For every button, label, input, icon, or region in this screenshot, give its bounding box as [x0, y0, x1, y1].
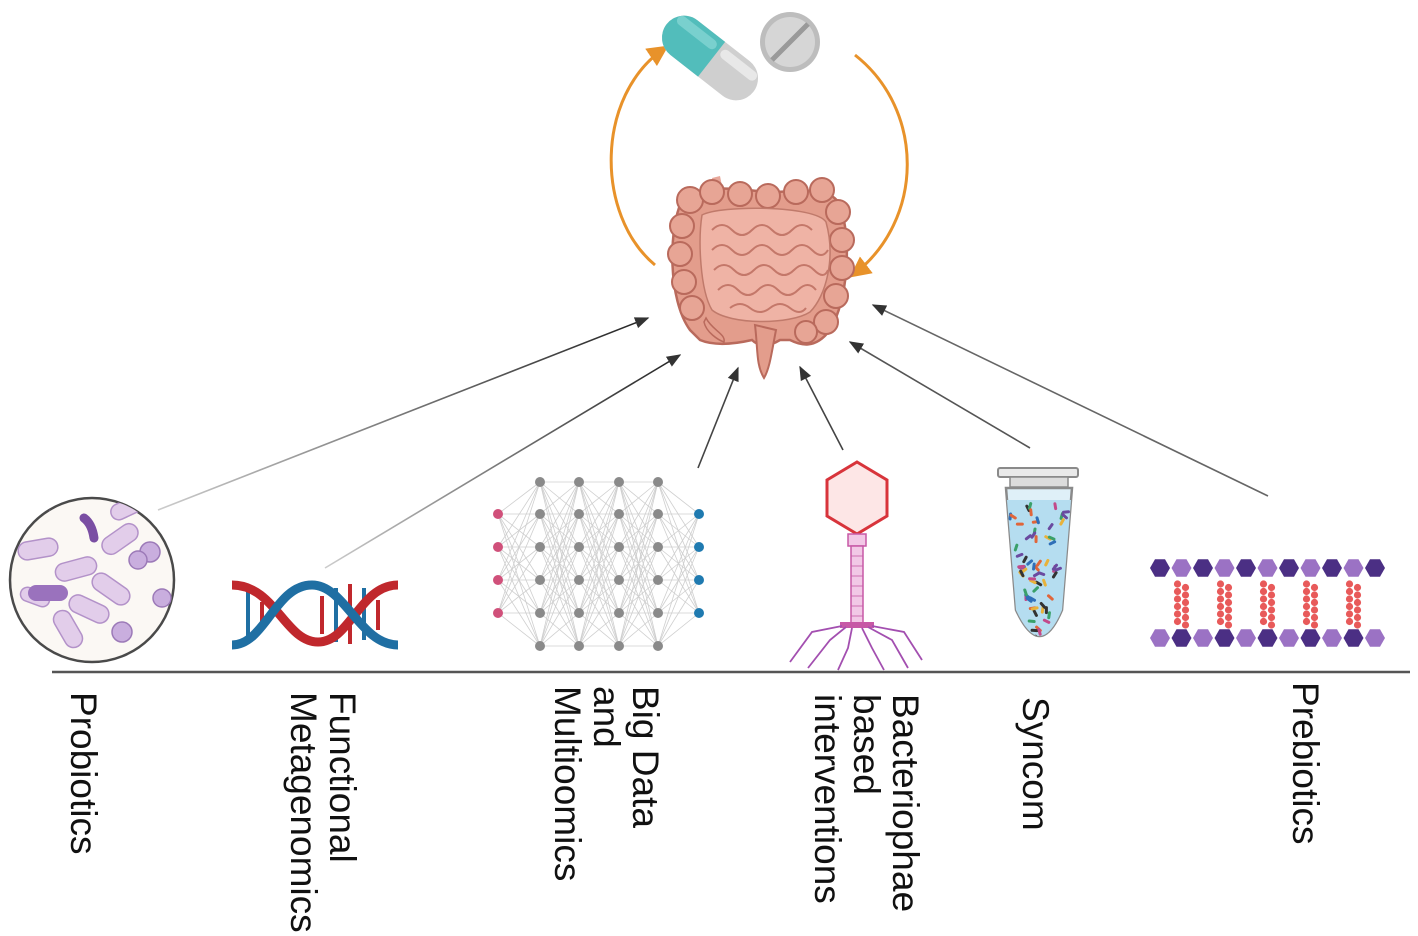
- tube-icon: [997, 467, 1079, 638]
- connector-probiotics: [157, 317, 650, 511]
- label-probiotics: Probiotics: [63, 692, 104, 855]
- dna-helix-icon: [231, 580, 399, 650]
- connector-syncom: [848, 341, 1031, 449]
- capsule-icon: [661, 15, 759, 101]
- cycle-arrow-left: [609, 45, 669, 267]
- bacteriophage-icon: [789, 460, 923, 671]
- connector-bigdata: [697, 366, 739, 469]
- connector-prebiotics: [871, 304, 1269, 497]
- gut-icon: [667, 176, 855, 380]
- tablet-icon: [760, 12, 820, 72]
- label-functional-metagenomics: Functional Metagenomics: [283, 692, 363, 933]
- connector-arrows: [157, 304, 1269, 569]
- connector-metagenomics: [324, 354, 682, 569]
- label-big-data-multiomics: Big Data and Multioomics: [547, 686, 666, 882]
- connector-phage: [799, 365, 844, 451]
- neural-network-icon: [493, 477, 704, 651]
- cycle-arrow-right: [849, 53, 909, 278]
- prebiotic-chain-icon: [1150, 559, 1385, 647]
- label-prebiotics: Prebiotics: [1285, 682, 1326, 845]
- bacteria-circle-icon: [8, 496, 176, 664]
- label-bacteriophage-interventions: Bacteriophae based interventions: [807, 694, 926, 913]
- label-syncom: Syncom: [1015, 697, 1056, 831]
